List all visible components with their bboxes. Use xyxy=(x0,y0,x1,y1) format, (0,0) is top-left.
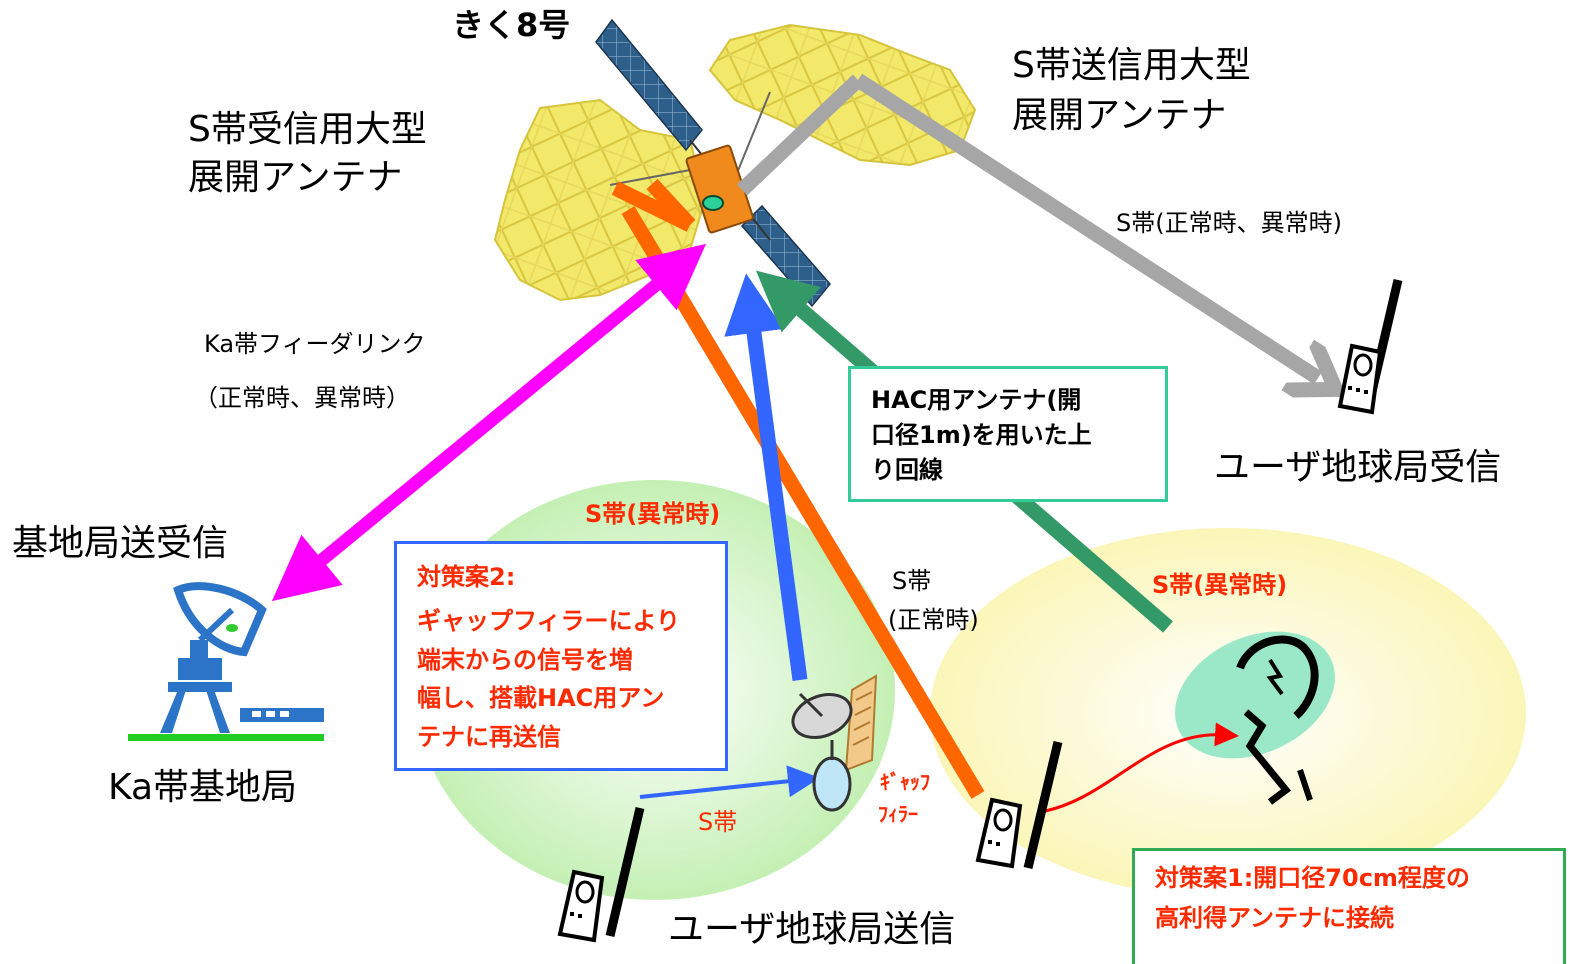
satellite-name-label: きく8号 xyxy=(452,6,571,44)
gap-filler-label-line2: ﾌｨﾗｰ xyxy=(878,802,918,826)
user-tx-terminal-icon-left xyxy=(557,806,645,943)
tx-antenna-label-line1: S帯送信用大型 xyxy=(1012,45,1251,86)
measure2-line2: ギャップフィラーにより xyxy=(417,607,681,636)
s-band-abnormal-label-right: S帯(異常時) xyxy=(1152,571,1288,599)
downlink-arrow-head-segment xyxy=(853,73,1318,378)
measure2-title: 対策案2: xyxy=(417,563,516,591)
rx-antenna-label-line2: 展開アンテナ xyxy=(188,157,403,198)
feeder-link-label-line1: Ka帯フィーダリンク xyxy=(204,330,426,358)
measure2-line4: 幅し、搭載HAC用アン xyxy=(417,684,665,713)
gap-filler-label-line1: ｷﾞｬｯﾌ xyxy=(880,770,930,794)
base-station-label: 基地局送受信 xyxy=(12,523,229,564)
measure2-line5: テナに再送信 xyxy=(417,722,561,751)
solar-panel-upper xyxy=(595,18,703,152)
user-tx-terminal-icon-right xyxy=(975,740,1063,870)
rx-antenna-label-line1: S帯受信用大型 xyxy=(188,109,427,150)
hac-box-line2: 口径1m)を用いた上 xyxy=(871,420,1092,449)
high-gain-antenna-icon xyxy=(1236,635,1319,805)
s-band-normal-arrow-head xyxy=(611,178,696,232)
s-band-abnormal-label-left: S帯(異常時) xyxy=(585,500,721,528)
ka-base-station-icon xyxy=(128,582,324,741)
antenna-mast-1 xyxy=(734,91,771,179)
satellite-kiku8-icon xyxy=(493,18,977,308)
feeder-link-arrow xyxy=(271,243,707,602)
user-tx-label: ユーザ地球局送信 xyxy=(668,909,956,950)
gap-filler-icon xyxy=(791,674,878,812)
measure1-box: 対策案1:開口径70cm程度の 高利得アンテナに接続 xyxy=(1132,848,1566,964)
user-rx-label: ユーザ地球局受信 xyxy=(1214,447,1502,488)
measure1-line2: 高利得アンテナに接続 xyxy=(1155,903,1395,932)
s-band-normal-label-line1: S帯 xyxy=(892,567,932,595)
hac-box-line3: り回線 xyxy=(871,455,943,484)
s-band-normal-label-line2: (正常時) xyxy=(888,606,979,634)
hac-antenna-dish xyxy=(702,195,724,211)
user-rx-terminal-icon xyxy=(1337,278,1403,415)
hac-box-line1: HAC用アンテナ(開 xyxy=(871,386,1082,414)
measure1-line1: 対策案1:開口径70cm程度の xyxy=(1155,864,1470,892)
antenna-mast-2 xyxy=(609,169,691,186)
downlink-label: S帯(正常時、異常時) xyxy=(1116,209,1342,237)
hac-uplink-box: HAC用アンテナ(開 口径1m)を用いた上 り回線 xyxy=(848,366,1168,502)
downlink-arrow xyxy=(736,74,864,196)
measure2-box: 対策案2: ギャップフィラーにより 端末からの信号を増 幅し、搭載HAC用アン … xyxy=(394,541,728,771)
ka-base-station-label: Ka帯基地局 xyxy=(108,767,298,808)
s-band-small-label: S帯 xyxy=(698,808,738,836)
feeder-link-label-line2: （正常時、異常時） xyxy=(194,384,410,412)
terminal-to-gap-filler-arrow xyxy=(639,765,820,799)
gap-filler-uplink-arrow xyxy=(724,273,808,681)
measure2-line3: 端末からの信号を増 xyxy=(417,645,633,674)
terminal-to-antenna-cable xyxy=(1039,722,1239,814)
tx-antenna-label-line2: 展開アンテナ xyxy=(1012,95,1227,136)
